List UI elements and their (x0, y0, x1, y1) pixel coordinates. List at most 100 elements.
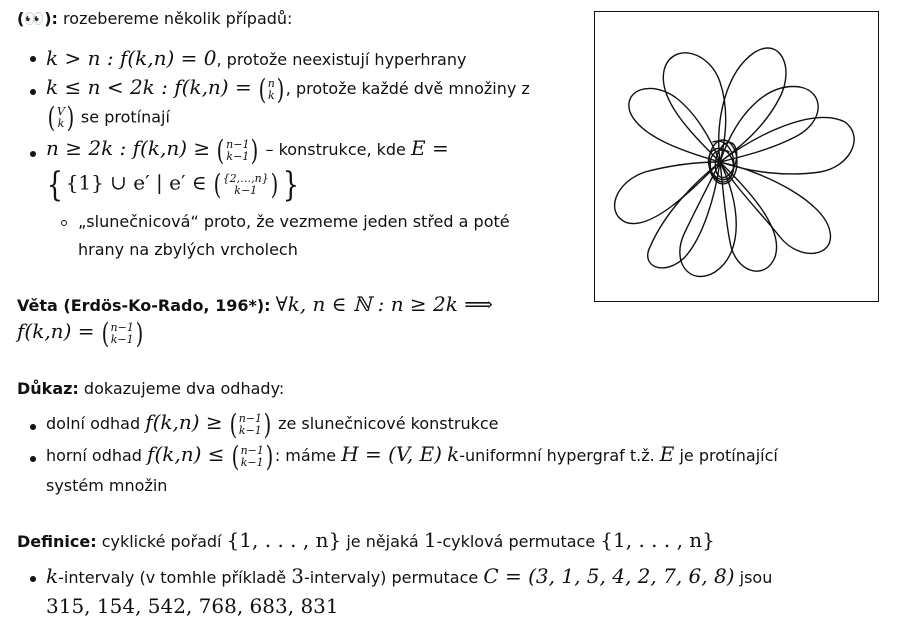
bullet-dot (30, 576, 36, 582)
case-2-text2: se protínají (80, 107, 170, 127)
case-3-e: E = (411, 136, 449, 160)
definition-one: 1 (423, 528, 437, 552)
proof-b2-a: horní odhad (46, 446, 142, 465)
sub-bullet-line-1: „slunečnicová“ proto, že vezmeme jeden s… (78, 212, 510, 231)
petal-5 (679, 161, 737, 278)
binom-top: {2,…,n} (222, 172, 269, 185)
intro-text: rozebereme několik případů: (63, 9, 293, 28)
definition-text-a: cyklické pořadí (101, 532, 222, 551)
proof-b1-math: f(k,n) ≥ (145, 410, 223, 434)
binom-bottom: k−1 (234, 184, 258, 197)
proof-b2-hypergraph: H = (V, E) (341, 442, 442, 466)
case-3-set: {{1} ∪ e′ | e′ ∈ ({2,…,n}k−1)} (44, 168, 301, 202)
definition-line: Definice: cyklické pořadí {1, . . . , n}… (17, 528, 715, 552)
definition-b1-c: jsou (739, 568, 773, 587)
definition-label: Definice: (17, 532, 97, 551)
petal-6 (614, 161, 721, 225)
proof-b2-e: E (659, 442, 675, 466)
petal-7 (628, 87, 721, 163)
petal-3 (719, 116, 855, 175)
binom-top: n−1 (240, 443, 264, 457)
proof-b1-b: ze slunečnicové konstrukce (278, 414, 499, 433)
binom-set-k1: ({2,…,n}k−1) (213, 168, 279, 201)
definition-text-c: -cyklová permutace (436, 532, 596, 551)
theorem-math-1: ∀k, n ∈ ℕ : n ≥ 2k ⟹ (275, 292, 493, 316)
bullet-dot (30, 424, 36, 430)
definition-set-2: {1, . . . , n} (600, 528, 715, 552)
case-1-text: , protože neexistují hyperhrany (216, 50, 467, 69)
eyes-emoji: (👀) (17, 9, 52, 28)
definition-bullet: k-intervaly (v tomhle příkladě 3-interva… (46, 564, 772, 588)
definition-b1-b: -intervaly) permutace (303, 568, 479, 587)
binom-bottom: k (57, 117, 65, 130)
case-3-set-math: {1} ∪ e′ | e′ ∈ (65, 170, 207, 195)
petal-9 (719, 161, 778, 272)
proof-label: Důkaz: (17, 379, 79, 398)
sunflower-sketch (594, 11, 879, 302)
binom-bottom: k−1 (226, 149, 250, 163)
binom-bottom: k−1 (240, 455, 264, 469)
proof-b1-a: dolní odhad (46, 414, 141, 433)
intro-line: (👀): rozebereme několik případů: (17, 9, 292, 28)
intro-colon: : (51, 9, 58, 28)
sub-bullet-circle (61, 220, 67, 226)
sub-bullet-line-2: hrany na zbylých vrcholech (78, 240, 298, 259)
petal-1 (662, 52, 727, 163)
brace-open: { (46, 165, 63, 205)
proof-b2-b: : máme (274, 446, 337, 465)
definition-text-b: je nějaká (346, 532, 419, 551)
proof-b2-math: f(k,n) ≤ (147, 442, 225, 466)
definition-b1-3: 3 (291, 564, 304, 588)
case-1-math: k > n : f(k,n) = 0 (46, 46, 217, 70)
center-loop-2 (714, 141, 738, 179)
proof-b2-c: -uniformní hypergraf t.ž. (459, 446, 655, 465)
binom-bottom: k (267, 88, 275, 102)
binom-bottom: k−1 (110, 332, 134, 346)
bullet-dot (30, 456, 36, 462)
proof-text: dokazujeme dva odhady: (83, 379, 285, 398)
binom-bottom: k−1 (238, 423, 262, 437)
proof-b2-d: je protínající (679, 446, 778, 465)
center-scribble (709, 140, 735, 183)
petal-10 (647, 161, 721, 269)
binom-top: n−1 (226, 137, 250, 151)
binom-top: n−1 (238, 411, 263, 425)
petal-8 (719, 85, 819, 163)
bullet-dot (30, 151, 36, 157)
bullet-dot (30, 56, 36, 62)
bullet-dot (30, 89, 36, 95)
binom-top: n−1 (110, 320, 134, 334)
theorem-label: Věta (Erdös-Ko-Rado, 196*): (17, 296, 271, 315)
definition-b1-k: k (46, 564, 59, 588)
definition-set: {1, . . . , n} (226, 528, 342, 552)
proof-b2-k: k (447, 442, 460, 466)
case-3-math: n ≥ 2k : f(k,n) ≥ (46, 136, 211, 160)
definition-permutation: C = (3, 1, 5, 4, 2, 7, 6, 8) (483, 564, 735, 588)
petal-4 (719, 161, 832, 254)
proof-b2-e-line: systém množin (46, 476, 168, 495)
case-3-text: – konstrukce, kde (265, 140, 406, 159)
definition-intervals: 315, 154, 542, 768, 683, 831 (46, 594, 339, 618)
theorem-line-1: Věta (Erdös-Ko-Rado, 196*): ∀k, n ∈ ℕ : … (17, 292, 493, 316)
theorem-math-2: f(k,n) = (17, 319, 95, 343)
sunflower-drawing (614, 47, 855, 278)
case-1: k > n : f(k,n) = 0, protože neexistují h… (46, 46, 466, 70)
proof-line: Důkaz: dokazujeme dva odhady: (17, 379, 284, 398)
brace-close: } (282, 165, 299, 205)
petal-2 (718, 47, 787, 163)
case-2-math: k ≤ n < 2k : f(k,n) = (46, 75, 252, 99)
center-loop-3 (707, 147, 735, 181)
binom-top: V (56, 105, 65, 118)
